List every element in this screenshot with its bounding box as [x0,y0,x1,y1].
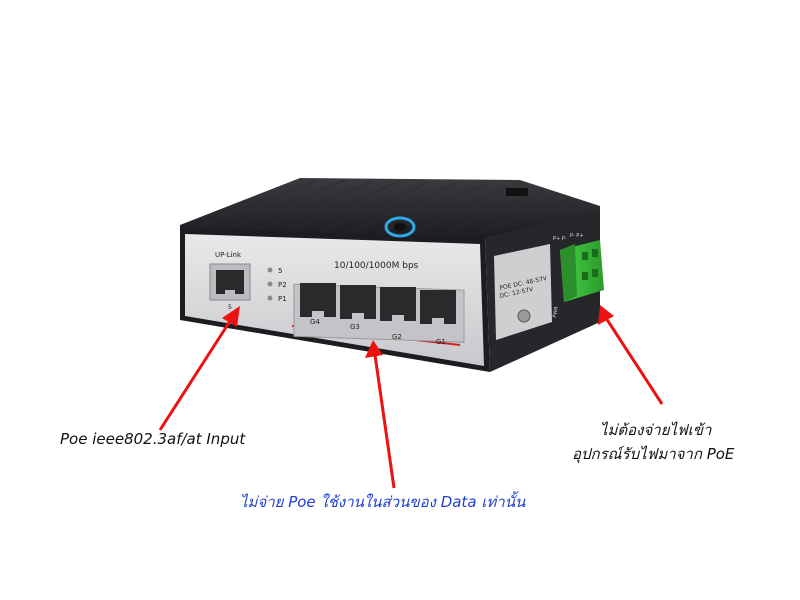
terminal-label: P- P+ [570,233,584,239]
annotation-no-power-line2: อุปกรณ์รับไฟมาจาก PoE [572,445,735,463]
arrow-to-uplink-icon [158,306,240,431]
port-label: G1 [436,338,446,346]
annotation-no-power-line1: ไม่ต้องจ่ายไฟเข้า [600,421,712,439]
annotation-data-only: ไม่จ่าย Poe ใช้งานในส่วนของ Data เท่านั้… [240,493,526,511]
heatsink-fins [199,179,571,237]
gigabit-ports: G4 G3 G2 G1 [293,283,465,346]
annotation-poe-input: Poe ieee802.3af/at Input [60,430,246,448]
speed-label: 10/100/1000M bps [334,261,419,271]
ground-screw [517,309,531,323]
brand-logo [384,216,416,238]
annotation-arrows [158,305,664,489]
power-terminal-block[interactable] [560,240,604,302]
din-rail-clip [506,188,528,196]
port-label: G2 [392,333,402,341]
led-label: P1 [278,295,287,303]
port-label: G3 [350,323,360,331]
port-label: G4 [310,318,320,326]
power-spec-panel [494,244,552,340]
led-label: 5 [278,267,282,275]
terminal-label: P+ P- [553,236,567,242]
status-leds: 5 P2 P1 [267,267,287,303]
arrow-to-ports-icon [365,340,396,489]
switch-body: UP-Link 5 5 P2 P1 10/100/1000M bps [180,178,604,372]
uplink-label: UP-Link [215,251,242,259]
led-label: P2 [278,281,287,289]
arrow-to-terminal-icon [598,305,664,405]
uplink-port-number: 5 [228,304,232,311]
side-text: PWR [552,306,560,319]
